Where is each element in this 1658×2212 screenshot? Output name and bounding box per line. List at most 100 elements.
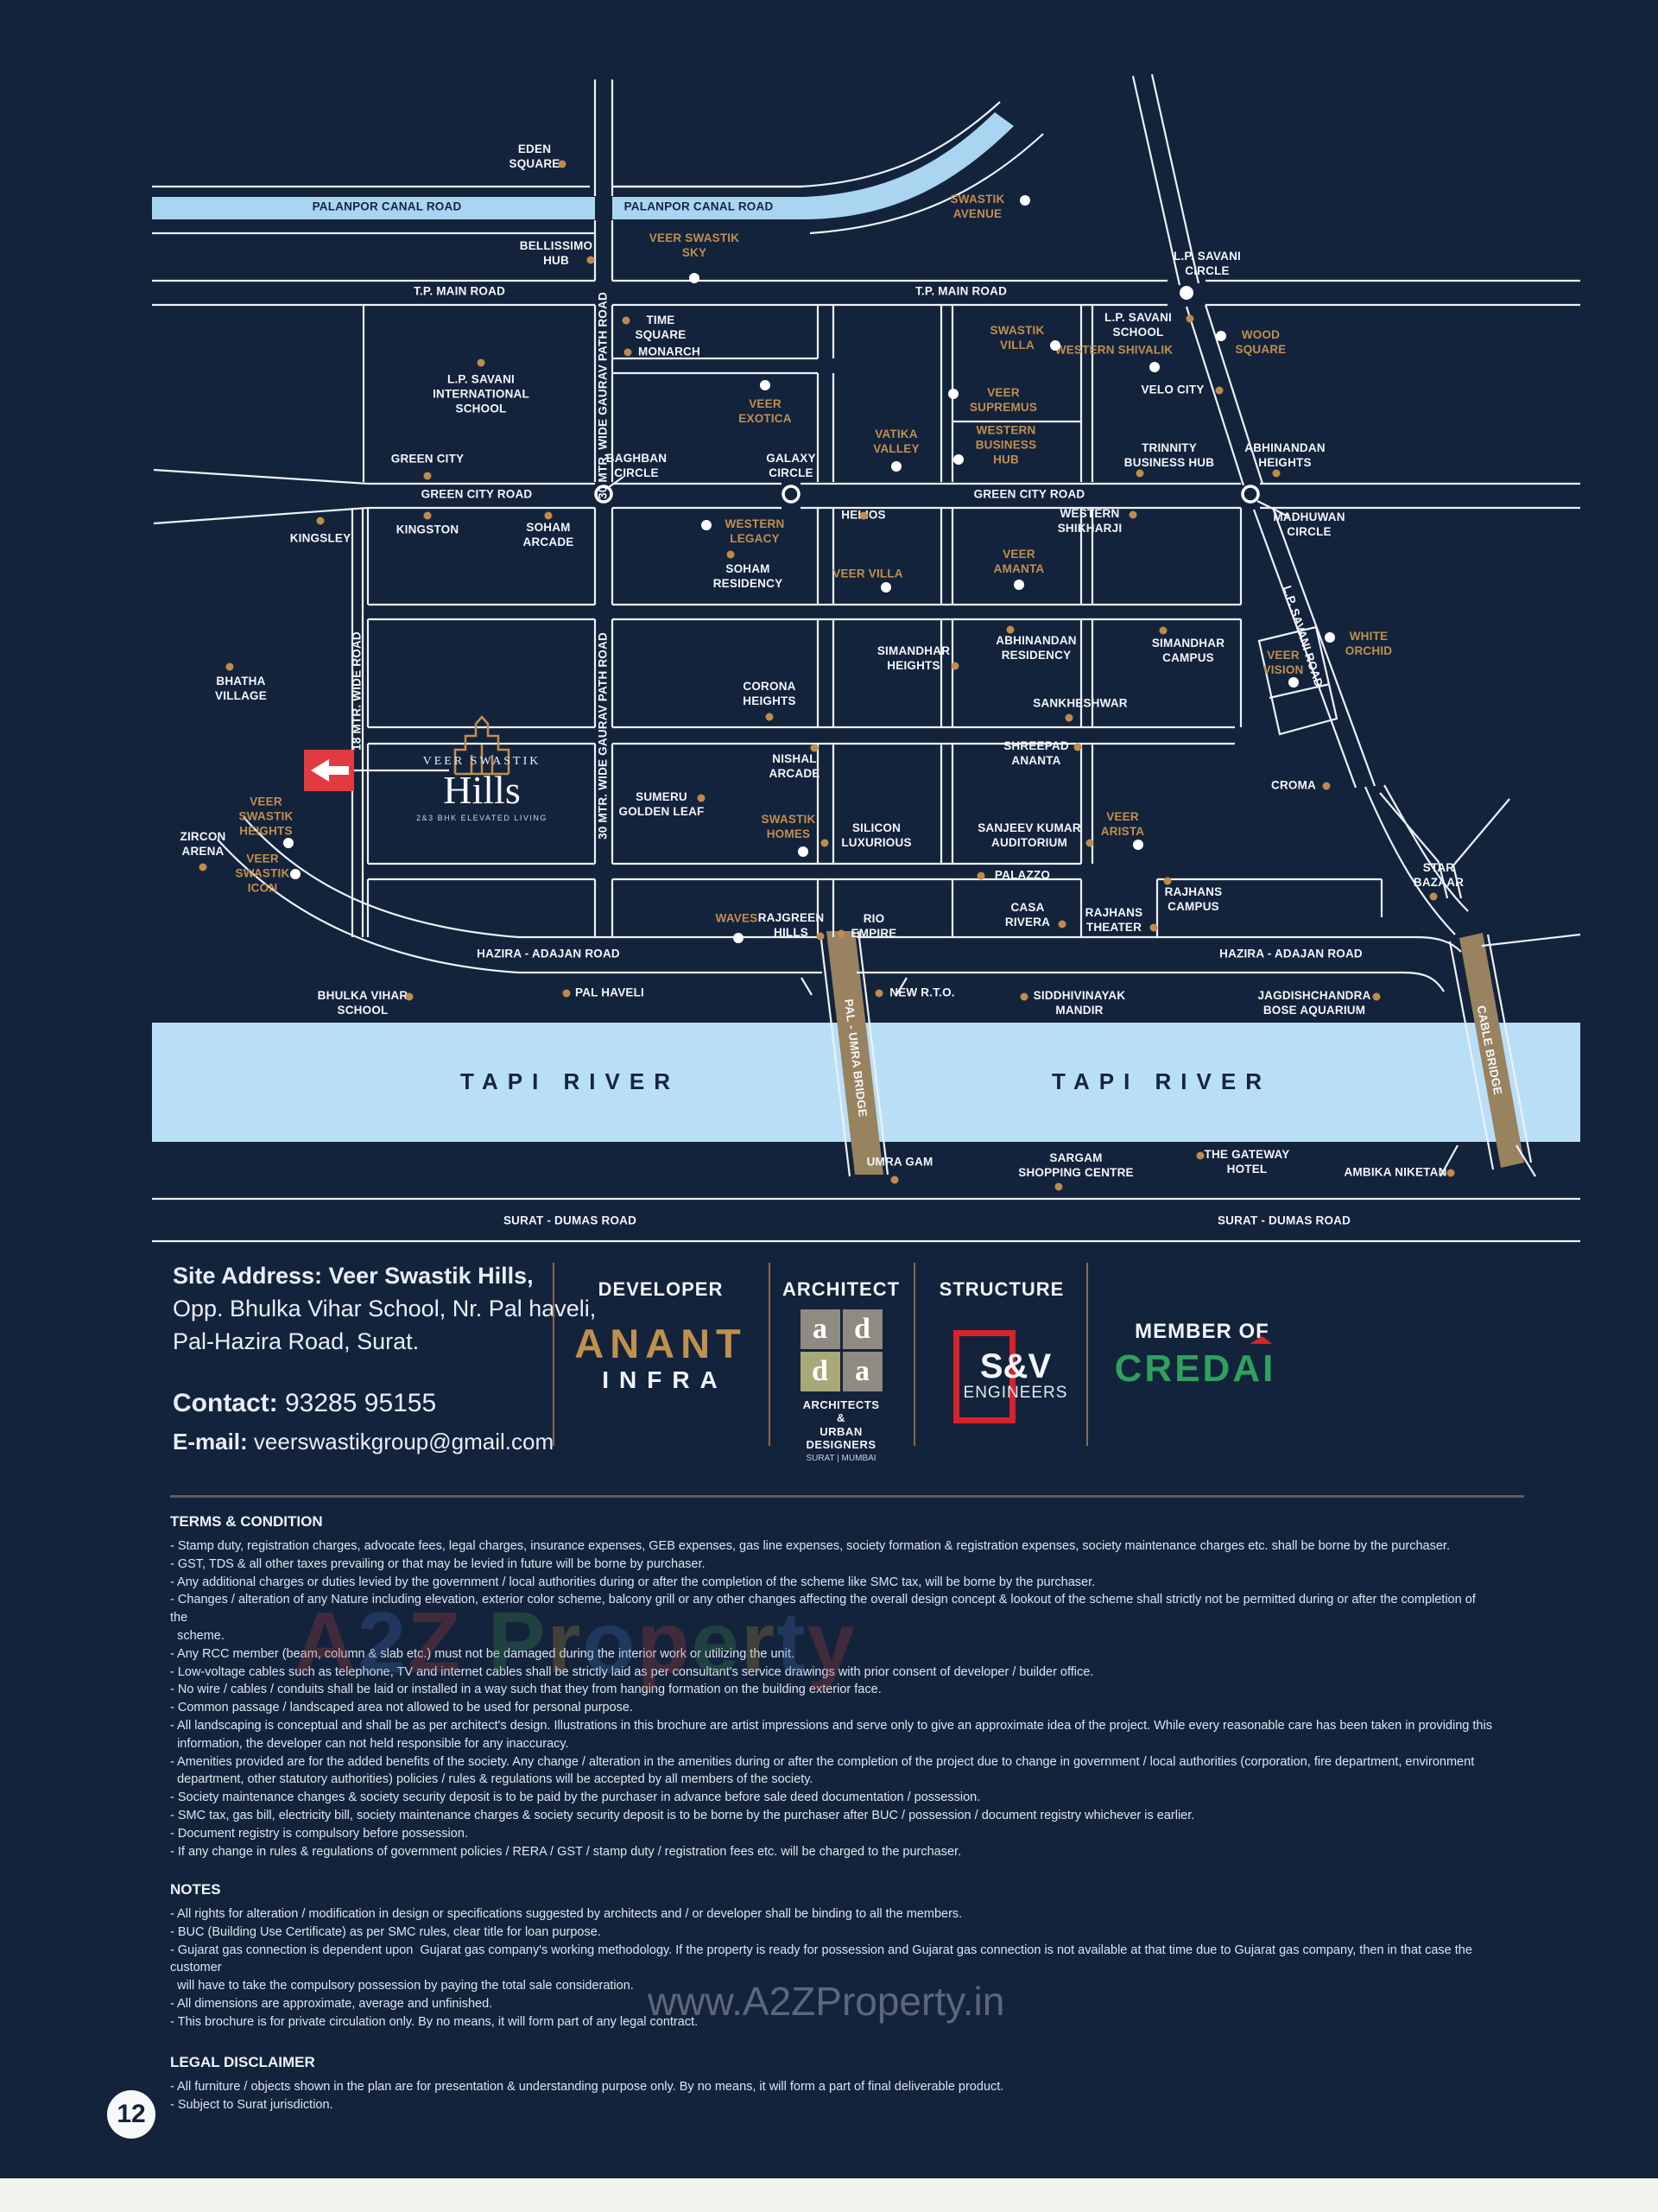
poi-dot-gold — [816, 932, 825, 941]
poi-dot-white — [1325, 632, 1335, 643]
road-curves — [153, 73, 1581, 1177]
galaxy-circle-marker — [782, 485, 801, 504]
poi-dot-white — [283, 838, 294, 848]
canal-curve — [612, 112, 1014, 219]
poi-dot-white — [891, 461, 902, 472]
developer-logo: ANANT — [574, 1321, 747, 1366]
poi-dot-gold — [1429, 892, 1438, 901]
poi-dot-gold — [544, 511, 553, 520]
poi-dot-gold — [1446, 1169, 1455, 1177]
project-logo: VEER SWASTIK Hills 2&3 BHK ELEVATED LIVI… — [416, 753, 547, 822]
poi-dot-gold — [1054, 1182, 1063, 1191]
page-number: 12 — [117, 2100, 146, 2128]
poi-dot-gold — [225, 662, 234, 671]
poi-dot-gold — [622, 316, 630, 325]
building-icon — [453, 715, 510, 776]
poi-dot-gold — [1272, 469, 1281, 478]
poi-dot-white — [1020, 195, 1030, 206]
poi-dot-gold — [1020, 992, 1028, 1001]
poi-dot-gold — [977, 871, 985, 880]
poi-dot-gold — [890, 1176, 899, 1184]
section-rule — [170, 1495, 1524, 1498]
email-label: E-mail: — [173, 1429, 248, 1455]
credai-logo: CREDAI — [1114, 1347, 1276, 1390]
canal-band — [152, 197, 595, 219]
poi-dot-gold — [1129, 510, 1137, 519]
poi-dot-white — [881, 582, 891, 593]
terms-body: - Stamp duty, registration charges, advo… — [170, 1539, 1492, 1859]
poi-dot-gold — [1159, 626, 1168, 635]
architect-label: ARCHITECT — [782, 1278, 901, 1300]
cable-bridge — [1459, 933, 1524, 1168]
poi-dot-gold — [1085, 839, 1094, 847]
site-marker-arrow-icon — [311, 759, 349, 782]
page-number-badge: 12 — [107, 2090, 155, 2139]
architect-logo: a d d a ARCHITECTS & URBAN DESIGNERS SUR… — [800, 1309, 883, 1463]
poi-dot-gold — [1215, 386, 1224, 395]
adda-letter: a — [800, 1309, 840, 1349]
poi-dot-gold — [1058, 920, 1066, 929]
architect-line3: SURAT | MUMBAI — [806, 1454, 876, 1463]
poi-dot-gold — [562, 989, 571, 998]
poi-dot-gold — [697, 794, 706, 802]
site-address-line3: Pal-Hazira Road, Surat. — [173, 1328, 420, 1354]
poi-dot-gold — [1163, 877, 1172, 885]
structure-logo-name: S&V — [979, 1347, 1052, 1385]
terms-title: TERMS & CONDITION — [170, 1513, 323, 1530]
legal-title: LEGAL DISCLAIMER — [170, 2054, 315, 2070]
architect-line2: URBAN DESIGNERS — [806, 1425, 876, 1451]
contact-value[interactable]: 93285 95155 — [285, 1389, 437, 1417]
adda-letter: a — [842, 1352, 883, 1391]
email-line: E-mail: veerswastikgroup@gmail.com — [173, 1425, 554, 1458]
baghban-circle-marker — [594, 485, 613, 504]
contact-label: Contact: — [173, 1389, 278, 1417]
poi-dot-white — [1216, 331, 1226, 341]
poi-dot-gold — [1322, 782, 1331, 790]
site-address-line1: Site Address: Veer Swastik Hills, — [173, 1263, 534, 1289]
site-address-line2: Opp. Bhulka Vihar School, Nr. Pal haveli… — [173, 1296, 597, 1321]
poi-dot-gold — [316, 517, 325, 525]
poi-dot-white — [1014, 580, 1024, 590]
poi-dot-gold — [859, 511, 868, 520]
poi-dot-white — [1149, 362, 1160, 372]
poi-dot-white — [953, 454, 964, 465]
divider — [1086, 1263, 1088, 1446]
poi-dot-white — [701, 520, 712, 530]
poi-dot-gold — [810, 744, 819, 752]
poi-dot-gold — [837, 929, 845, 938]
location-map — [152, 73, 1581, 1243]
adda-letter: d — [800, 1352, 840, 1391]
poi-dot-gold — [765, 713, 774, 721]
poi-dot-gold — [1372, 992, 1381, 1001]
poi-dot-gold — [405, 992, 414, 1001]
poi-dot-gold — [1006, 625, 1015, 634]
poi-dot-gold — [1136, 469, 1144, 478]
poi-dot-white — [1288, 677, 1299, 688]
poi-dot-white — [798, 846, 808, 857]
lp-savani-circle-marker — [1180, 286, 1193, 300]
developer-logo-sub: INFRA — [602, 1366, 728, 1393]
notes-body: - All rights for alteration / modificati… — [170, 1907, 1472, 2029]
notes-title: NOTES — [170, 1881, 221, 1898]
page-edge — [0, 2178, 1658, 2212]
poi-dot-gold — [586, 256, 595, 264]
credai-roof-icon — [1250, 1336, 1274, 1344]
project-logo-tagline: 2&3 BHK ELEVATED LIVING — [416, 814, 547, 822]
email-value[interactable]: veerswastikgroup@gmail.com — [253, 1429, 554, 1455]
poi-dot-gold — [623, 348, 632, 357]
structure-logo-frame — [953, 1330, 1016, 1423]
poi-dot-gold — [477, 358, 485, 367]
road-grid — [152, 79, 1580, 1243]
poi-dot-gold — [726, 550, 735, 559]
poi-dot-gold — [1186, 314, 1194, 323]
poi-dot-white — [290, 869, 301, 879]
poi-dot-gold — [875, 989, 883, 998]
member-of-label: MEMBER OF — [1135, 1320, 1269, 1343]
poi-dot-gold — [423, 472, 432, 480]
project-logo-brand: VEER SWASTIK — [422, 755, 541, 768]
poi-dot-gold — [820, 839, 829, 847]
poi-dot-white — [1050, 340, 1060, 351]
poi-dot-gold — [199, 863, 207, 871]
poi-dot-gold — [558, 160, 566, 168]
